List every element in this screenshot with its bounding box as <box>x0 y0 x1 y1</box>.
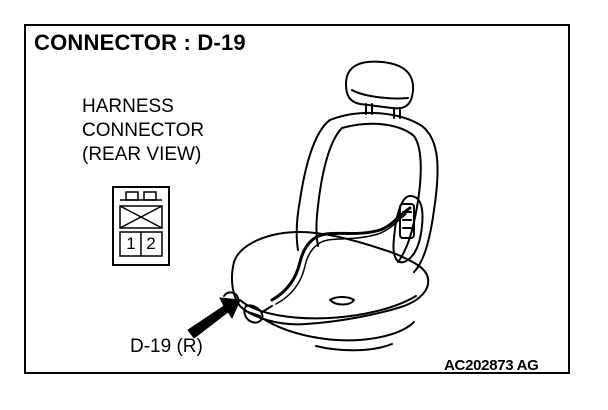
connector-pin-1: 1 <box>126 234 136 253</box>
harness-label-line-1: HARNESS <box>82 96 174 117</box>
wire-harness <box>270 206 412 302</box>
connector-callout-label: D-19 (R) <box>130 336 203 357</box>
seat-back <box>329 111 439 273</box>
harness-connector-label: HARNESS CONNECTOR (REAR VIEW) <box>82 95 204 167</box>
harness-label-line-3: (REAR VIEW) <box>82 144 202 165</box>
harness-label-line-2: CONNECTOR <box>82 120 205 141</box>
connector-face-outline <box>112 186 170 266</box>
page-title: CONNECTOR : D-19 <box>34 30 246 55</box>
figure-code: AC202873 AG <box>444 357 539 374</box>
callout-arrow <box>187 297 241 339</box>
headrest <box>345 60 415 110</box>
connector-pin-2: 2 <box>146 234 156 253</box>
connector-face-diagram: 1 2 <box>112 186 170 266</box>
diagram-frame <box>24 24 570 374</box>
